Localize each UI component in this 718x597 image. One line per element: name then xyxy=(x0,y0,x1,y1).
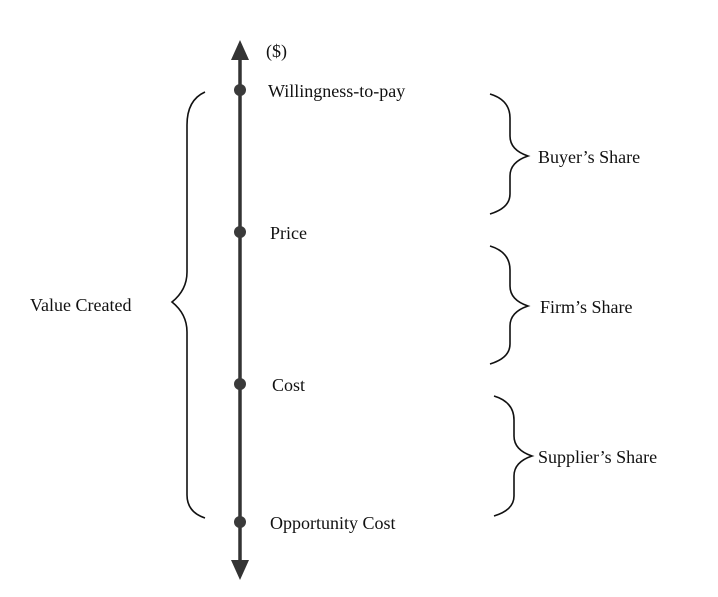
point-cost xyxy=(234,378,246,390)
point-opportunity-cost xyxy=(234,516,246,528)
label-price: Price xyxy=(270,223,307,243)
axis-arrow-up xyxy=(231,40,249,60)
value-created-brace xyxy=(170,91,206,519)
axis-unit-label: ($) xyxy=(266,41,287,62)
buyer-share-brace xyxy=(489,93,531,215)
firm-share-brace xyxy=(489,245,531,365)
label-supplier-share: Supplier’s Share xyxy=(538,447,657,467)
label-value-created: Value Created xyxy=(30,295,131,315)
label-buyer-share: Buyer’s Share xyxy=(538,147,640,167)
supplier-share-brace xyxy=(493,395,535,517)
axis-arrow-down xyxy=(231,560,249,580)
label-willingness-to-pay: Willingness-to-pay xyxy=(268,81,405,101)
label-opportunity-cost: Opportunity Cost xyxy=(270,513,396,533)
point-willingness-to-pay xyxy=(234,84,246,96)
point-price xyxy=(234,226,246,238)
label-firm-share: Firm’s Share xyxy=(540,297,633,317)
label-cost: Cost xyxy=(272,375,305,395)
